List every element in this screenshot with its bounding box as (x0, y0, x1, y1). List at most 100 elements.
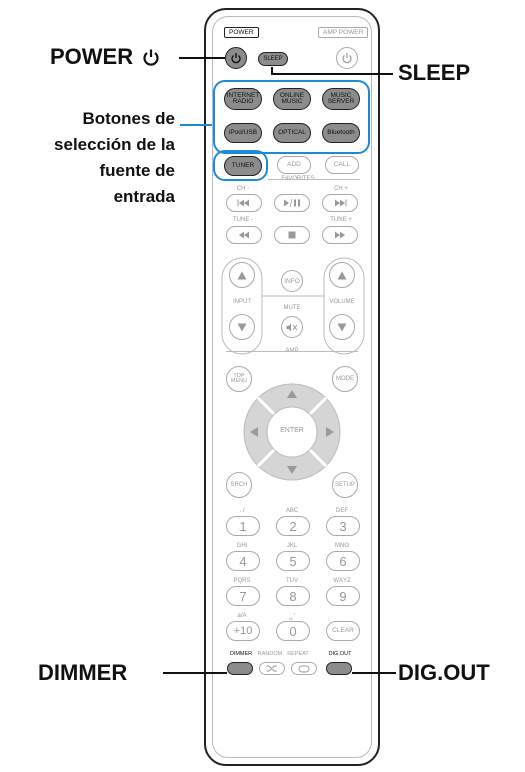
enter-button[interactable]: ENTER (280, 427, 304, 434)
amp-rule (226, 351, 358, 352)
dimmer-callout: DIMMER (38, 660, 128, 685)
random-button[interactable] (259, 662, 285, 675)
random-label: RANDOM (257, 651, 283, 657)
online-music-label-1: ONLINE (279, 91, 305, 99)
digout-button[interactable] (326, 662, 352, 675)
key-plus10-letters: a/A (237, 613, 247, 619)
key-0-button[interactable]: 0 (276, 621, 310, 641)
amp-power-label: AMP POWER (318, 27, 369, 38)
stop-icon (288, 231, 296, 239)
stop-button[interactable] (274, 226, 310, 244)
skip-back-icon (237, 199, 249, 207)
source-leader-line (180, 124, 212, 126)
remote-control-inner-outline (212, 16, 372, 758)
key-5-letters: JKL (286, 543, 298, 549)
sleep-button[interactable]: SLEEP (258, 52, 288, 66)
digout-callout: DIG.OUT (398, 660, 490, 685)
key-8-button[interactable]: 8 (276, 586, 310, 606)
play-pause-button[interactable] (274, 194, 310, 212)
mute-label: MUTE (283, 305, 301, 311)
key-2-button[interactable]: 2 (276, 516, 310, 536)
amp-power-button[interactable] (336, 47, 358, 69)
key-9-button[interactable]: 9 (326, 586, 360, 606)
key-5-button[interactable]: 5 (276, 551, 310, 571)
power-icon (231, 53, 241, 64)
tune-plus-label: TUNE + (330, 217, 352, 223)
ch-plus-label: CH + (334, 186, 348, 192)
input-volume-rocker-outline (221, 257, 365, 355)
digout-label: DIG.OUT (328, 651, 352, 657)
key-9-letters: WXYZ (333, 578, 351, 584)
volume-up-button[interactable] (329, 262, 355, 288)
music-server-label-2: SERVER (327, 98, 355, 105)
favorites-rule (268, 179, 360, 180)
dimmer-button[interactable] (227, 662, 253, 675)
key-1-button[interactable]: 1 (226, 516, 260, 536)
volume-down-button[interactable] (329, 314, 355, 340)
volume-label: VOLUME (329, 299, 355, 305)
mode-button[interactable]: MODE (332, 366, 358, 392)
setup-button[interactable]: SETUP (332, 472, 358, 498)
amp-power-icon (342, 53, 352, 64)
top-menu-label-1: TOP (233, 372, 245, 379)
key-8-letters: TUV (286, 578, 298, 584)
sleep-callout: SLEEP (398, 60, 471, 85)
arrow-down-icon (237, 323, 247, 331)
mute-button[interactable] (281, 316, 303, 338)
power-callout-label: POWER (50, 44, 134, 69)
source-callout: Botones de selección de la fuente de ent… (5, 106, 175, 210)
volume-up-icon (337, 271, 347, 279)
source-selection-highlight-tuner (213, 150, 268, 181)
clear-button[interactable]: CLEAR (326, 621, 360, 641)
input-down-button[interactable] (229, 314, 255, 340)
power-button[interactable] (225, 47, 247, 69)
key-4-button[interactable]: 4 (226, 551, 260, 571)
skip-forward-icon (335, 199, 347, 207)
input-up-button[interactable] (229, 262, 255, 288)
mute-icon (286, 323, 298, 331)
internet-radio-label-1: INTERNET (226, 91, 260, 99)
tune-minus-button[interactable] (226, 226, 262, 244)
add-button[interactable]: ADD (277, 156, 311, 174)
repeat-button[interactable] (291, 662, 317, 675)
key-plus10-button[interactable]: +10 (226, 621, 260, 641)
fast-forward-icon (335, 231, 345, 239)
dimmer-label: DIMMER (229, 651, 253, 657)
digout-leader-line (352, 672, 396, 674)
info-button[interactable]: INFO (281, 270, 303, 292)
key-3-letters: DEF (336, 508, 348, 514)
source-callout-line4: entrada (113, 187, 175, 206)
key-7-button[interactable]: 7 (226, 586, 260, 606)
source-selection-highlight-top (213, 80, 370, 154)
call-button[interactable]: CALL (325, 156, 359, 174)
ch-plus-button[interactable] (322, 194, 358, 212)
source-callout-line1: Botones de (82, 109, 175, 128)
search-button[interactable]: SRCH (226, 472, 252, 498)
key-6-button[interactable]: 6 (326, 551, 360, 571)
power-label: POWER (224, 27, 259, 38)
input-label: INPUT (233, 299, 251, 305)
ipod-usb-button[interactable]: iPod/USB (224, 123, 262, 143)
key-4-letters: GHI (236, 543, 248, 549)
play-pause-icon (284, 199, 300, 207)
source-callout-line3: fuente de (99, 161, 175, 180)
optical-button[interactable]: OPTICAL (273, 123, 311, 143)
music-server-label-1: MUSIC (330, 91, 352, 99)
ch-minus-button[interactable] (226, 194, 262, 212)
volume-down-icon (337, 323, 347, 331)
bluetooth-button[interactable]: Bluetooth (322, 123, 360, 143)
key-3-button[interactable]: 3 (326, 516, 360, 536)
arrow-up-icon (237, 271, 247, 279)
tuner-button[interactable]: TUNER (224, 156, 262, 176)
key-7-letters: PQRS (233, 578, 251, 584)
dimmer-leader-line (163, 672, 227, 674)
repeat-icon (298, 665, 310, 672)
internet-radio-label-2: RADIO (232, 98, 254, 105)
sleep-leader-line-h (271, 73, 393, 75)
dpad[interactable] (242, 382, 342, 482)
tune-plus-button[interactable] (322, 226, 358, 244)
